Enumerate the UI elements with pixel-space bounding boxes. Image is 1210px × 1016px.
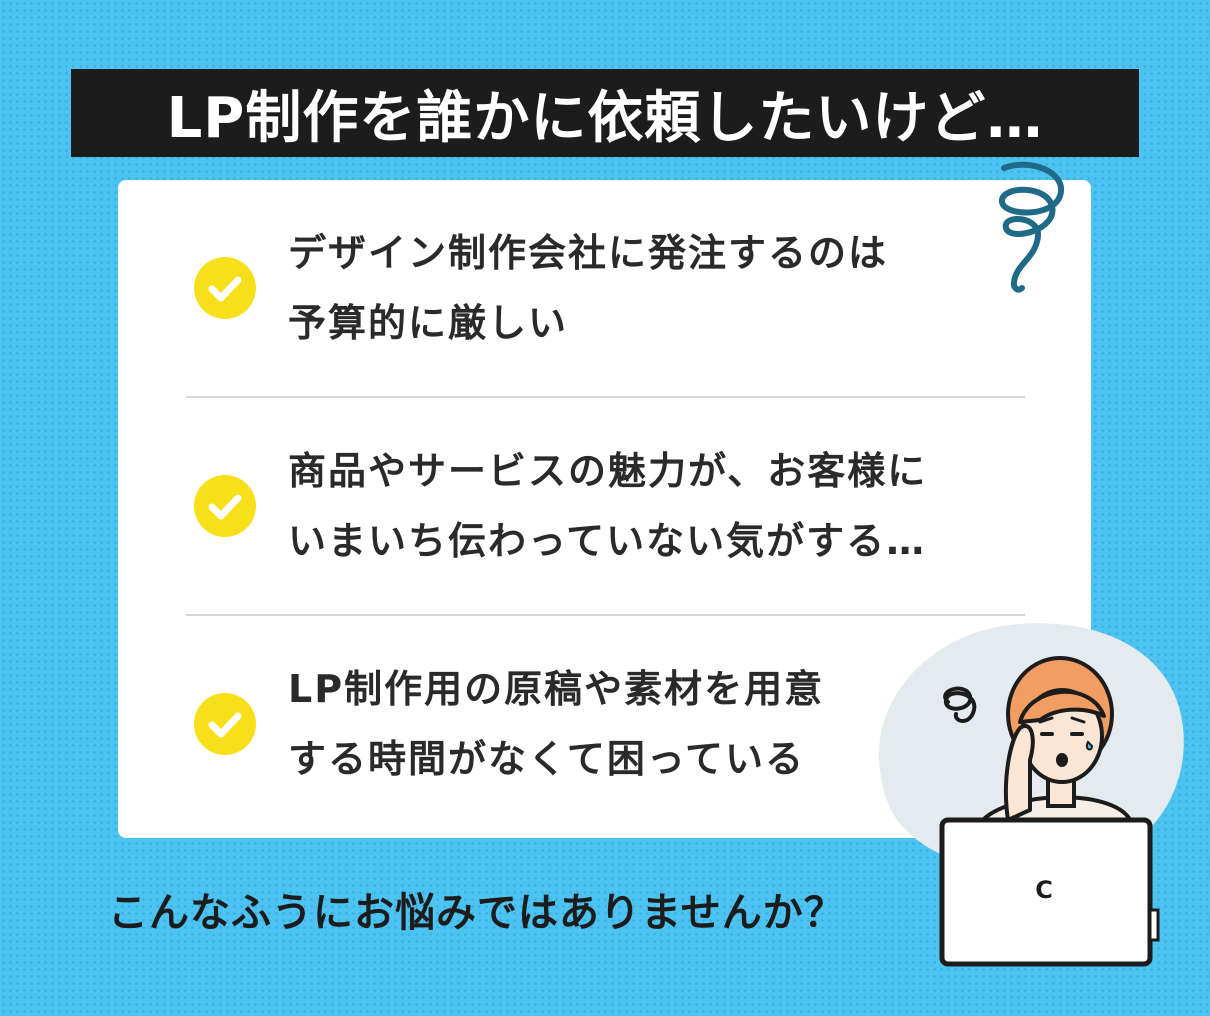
concern-line: デザイン制作会社に発注するのは <box>288 231 889 275</box>
page-title-bar: LP制作を誰かに依頼したいけど… <box>71 69 1139 157</box>
concern-text: 商品やサービスの魅力が、お客様に いまいち伝わっていない気がする… <box>288 436 927 576</box>
check-icon <box>194 475 256 537</box>
concern-line: 商品やサービスの魅力が、お客様に <box>288 449 928 493</box>
concern-line: LP制作用の原稿や素材を用意 <box>288 667 825 711</box>
worried-person-illustration <box>878 623 1184 967</box>
concern-line: いまいち伝わっていない気がする… <box>288 519 927 563</box>
concerns-card: デザイン制作会社に発注するのは 予算的に厳しい 商品やサービスの魅力が、お客様に… <box>118 180 1091 838</box>
check-icon <box>194 257 256 319</box>
concern-item: 商品やサービスの魅力が、お客様に いまいち伝わっていない気がする… <box>186 398 1025 614</box>
concern-text: LP制作用の原稿や素材を用意 する時間がなくて困っている <box>288 654 824 794</box>
concern-line: 予算的に厳しい <box>288 301 569 345</box>
check-icon <box>194 693 256 755</box>
divider <box>186 396 1025 398</box>
divider <box>186 614 1025 616</box>
concern-line: する時間がなくて困っている <box>288 737 805 781</box>
laptop-logo: C <box>1035 876 1053 904</box>
page-title: LP制作を誰かに依頼したいけど… <box>166 85 1044 151</box>
concern-text: デザイン制作会社に発注するのは 予算的に厳しい <box>288 218 888 358</box>
closing-question: こんなふうにお悩みではありませんか？ <box>108 890 845 936</box>
swirl-icon <box>999 161 1065 293</box>
concern-item: LP制作用の原稿や素材を用意 する時間がなくて困っている <box>186 616 1025 832</box>
concern-item: デザイン制作会社に発注するのは 予算的に厳しい <box>186 180 1025 396</box>
